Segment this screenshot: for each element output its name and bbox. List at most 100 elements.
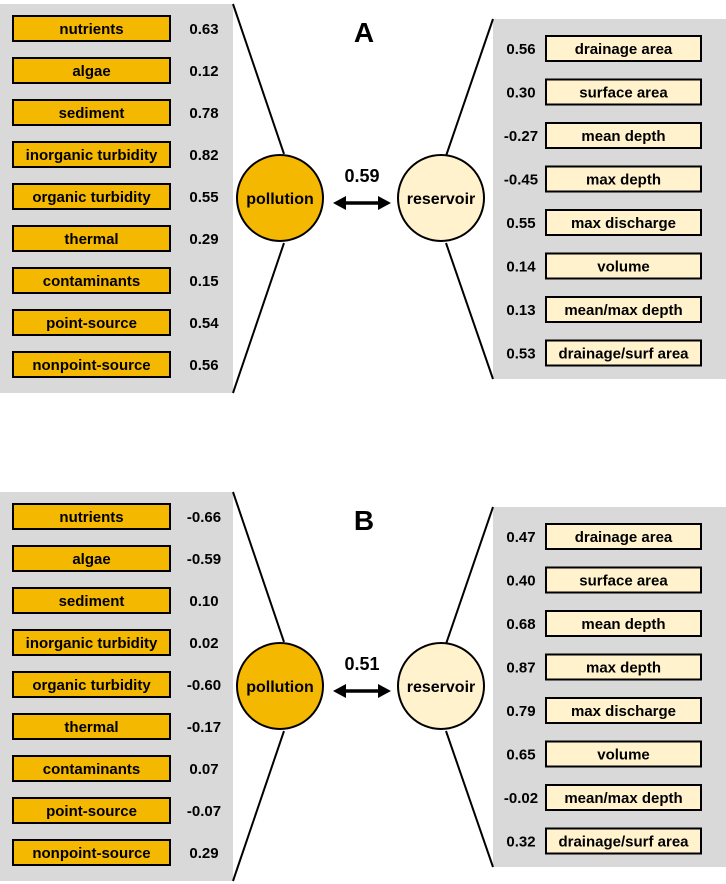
pollution-latent-label: pollution <box>246 679 314 696</box>
reservoir-loading-value: 0.32 <box>506 834 535 851</box>
reservoir-indicator-label: volume <box>597 259 650 276</box>
pollution-indicator-box-contaminants <box>12 267 171 294</box>
reservoir-indicator-panel <box>493 507 726 867</box>
reservoir-indicator-label: drainage area <box>575 529 673 546</box>
pollution-indicator-label: contaminants <box>43 761 141 778</box>
pollution-indicator-box-contaminants <box>12 755 171 782</box>
pollution-indicator-label: organic turbidity <box>32 677 151 694</box>
pollution-indicator-label: nutrients <box>59 21 123 38</box>
pollution-loading-value: 0.63 <box>189 21 218 38</box>
reservoir-indicator-label: drainage/surf area <box>558 834 689 851</box>
pollution-loading-value: -0.66 <box>187 509 221 526</box>
reservoir-indicator-box-max-depth <box>545 165 702 193</box>
pollution-indicator-label: organic turbidity <box>32 189 151 206</box>
reservoir-indicator-box-mean-max-depth <box>545 296 702 323</box>
arrowhead-right-icon <box>378 196 391 210</box>
pollution-indicator-box-thermal <box>12 225 171 252</box>
pollution-loading-value: 0.82 <box>189 147 218 164</box>
pollution-indicator-box-sediment <box>12 587 171 614</box>
reservoir-loading-value: 0.65 <box>506 747 535 764</box>
reservoir-indicator-label: max depth <box>586 172 661 189</box>
pollution-latent-circle <box>236 154 324 242</box>
pollution-loading-value: 0.29 <box>189 845 218 862</box>
pollution-latent-label: pollution <box>246 191 314 208</box>
reservoir-loading-value: 0.14 <box>506 259 536 276</box>
pollution-indicator-label: nutrients <box>59 509 123 526</box>
pollution-loading-value: 0.56 <box>189 357 218 374</box>
pollution-indicator-label: nonpoint-source <box>32 845 150 862</box>
reservoir-indicator-box-max-discharge <box>545 697 702 724</box>
pollution-loading-value: 0.12 <box>189 63 218 80</box>
reservoir-indicator-label: volume <box>597 747 650 764</box>
pollution-loading-value: 0.78 <box>189 105 218 122</box>
reservoir-indicator-label: mean depth <box>581 128 665 145</box>
reservoir-loading-value: -0.02 <box>504 790 538 807</box>
pollution-indicator-box-organic-turbidity <box>12 671 171 698</box>
pollution-indicator-box-nonpoint-source <box>12 351 171 378</box>
reservoir-loading-value: -0.27 <box>504 128 538 145</box>
reservoir-indicator-box-drainage-area <box>545 35 702 62</box>
pollution-indicator-box-organic-turbidity <box>12 183 171 210</box>
pollution-indicator-box-algae <box>12 545 171 572</box>
reservoir-connector-bottom <box>445 242 494 380</box>
pollution-indicator-label: algae <box>72 63 110 80</box>
pollution-loading-value: 0.54 <box>189 315 219 332</box>
pollution-loading-value: 0.02 <box>189 635 218 652</box>
pollution-indicator-box-thermal <box>12 713 171 740</box>
reservoir-loading-value: 0.87 <box>506 660 535 677</box>
pollution-indicator-box-sediment <box>12 99 171 126</box>
pollution-connector-top <box>232 3 285 155</box>
pollution-loading-value: 0.07 <box>189 761 218 778</box>
reservoir-indicator-label: surface area <box>579 573 668 590</box>
pollution-latent-circle <box>236 642 324 730</box>
pollution-loading-value: -0.17 <box>187 719 221 736</box>
panel-letter: A <box>354 17 374 48</box>
pollution-loading-value: -0.60 <box>187 677 221 694</box>
reservoir-loading-value: 0.53 <box>506 346 535 363</box>
reservoir-loading-value: 0.56 <box>506 41 535 58</box>
reservoir-indicator-box-volume <box>545 252 702 280</box>
pollution-loading-value: 0.15 <box>189 273 218 290</box>
pollution-connector-bottom <box>232 242 285 394</box>
reservoir-indicator-label: drainage area <box>575 41 673 58</box>
pollution-indicator-label: contaminants <box>43 273 141 290</box>
pollution-indicator-label: algae <box>72 551 110 568</box>
pollution-loading-value: -0.59 <box>187 551 221 568</box>
reservoir-indicator-box-max-depth <box>545 653 702 681</box>
reservoir-indicator-box-mean-depth <box>545 610 702 637</box>
reservoir-loading-value: 0.79 <box>506 703 535 720</box>
pollution-connector-top <box>232 491 285 643</box>
reservoir-indicator-label: max depth <box>586 660 661 677</box>
reservoir-indicator-box-volume <box>545 740 702 768</box>
latent-correlation-value: 0.51 <box>344 654 379 674</box>
pollution-indicator-box-inorganic-turbidity <box>12 141 171 168</box>
latent-correlation-value: 0.59 <box>344 166 379 186</box>
reservoir-indicator-label: mean depth <box>581 616 665 633</box>
reservoir-loading-value: 0.68 <box>506 616 535 633</box>
reservoir-loading-value: -0.45 <box>504 172 538 189</box>
pollution-loading-value: 0.10 <box>189 593 218 610</box>
pollution-indicator-label: nonpoint-source <box>32 357 150 374</box>
pollution-indicator-box-point-source <box>12 309 171 336</box>
reservoir-loading-value: 0.55 <box>506 215 535 232</box>
reservoir-indicator-label: mean/max depth <box>564 302 682 319</box>
pollution-indicator-label: inorganic turbidity <box>26 635 158 652</box>
reservoir-indicator-label: max discharge <box>571 703 676 720</box>
pollution-indicator-label: point-source <box>46 315 137 332</box>
reservoir-indicator-box-surface-area <box>545 566 702 594</box>
reservoir-indicator-label: drainage/surf area <box>558 346 689 363</box>
reservoir-latent-circle <box>397 642 485 730</box>
pollution-loading-value: -0.07 <box>187 803 221 820</box>
reservoir-indicator-box-surface-area <box>545 78 702 106</box>
reservoir-indicator-label: max discharge <box>571 215 676 232</box>
arrowhead-right-icon <box>378 684 391 698</box>
reservoir-latent-label: reservoir <box>407 191 476 208</box>
reservoir-loading-value: 0.30 <box>506 85 535 102</box>
pollution-indicator-box-nutrients <box>12 15 171 42</box>
reservoir-connector-top <box>445 506 494 645</box>
reservoir-indicator-label: surface area <box>579 85 668 102</box>
pollution-loading-value: 0.55 <box>189 189 218 206</box>
reservoir-indicator-box-max-discharge <box>545 209 702 236</box>
reservoir-connector-top <box>445 18 494 157</box>
